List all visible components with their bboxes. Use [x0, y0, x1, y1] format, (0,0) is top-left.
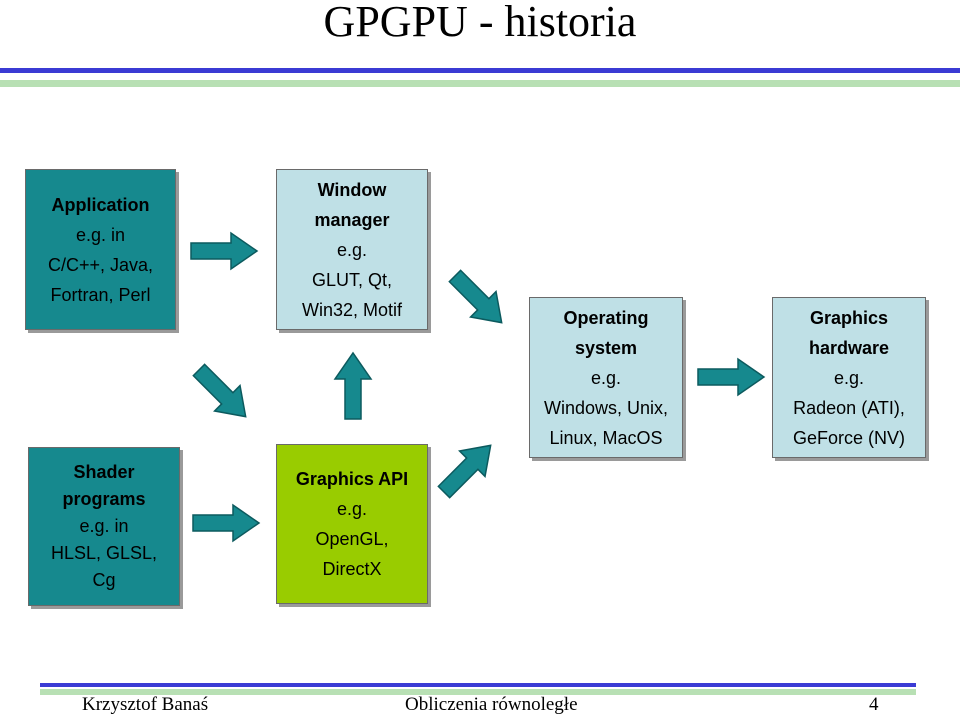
arrow-os-to-graphics-hardware	[697, 358, 765, 396]
window-manager-title-1: Window	[317, 179, 387, 200]
graphics-hardware-title-1: Graphics	[809, 307, 889, 328]
window-manager-line-1: e.g.	[336, 239, 368, 260]
arrow-graphics-api-to-os	[430, 431, 505, 506]
shader-programs-line-3: Cg	[92, 570, 116, 590]
footer-page-number: 4	[869, 694, 879, 715]
footer-author: Krzysztof Banaś	[82, 694, 209, 715]
operating-system-line-1: e.g.	[590, 367, 622, 388]
application-line-3: Fortran, Perl	[50, 284, 151, 305]
graphics-hardware-line-3: GeForce (NV)	[792, 427, 906, 448]
shader-programs-title-1: Shader	[73, 462, 135, 482]
graphics-hardware-title-2: hardware	[808, 337, 890, 358]
operating-system-line-3: Linux, MacOS	[549, 427, 663, 448]
application-line-2: C/C++, Java,	[47, 254, 154, 275]
application-title: Application	[51, 194, 150, 215]
arrow-application-to-window-manager	[190, 232, 258, 270]
operating-system-line-2: Windows, Unix,	[543, 397, 669, 418]
shader-programs-line-1: e.g. in	[79, 516, 129, 536]
arrow-shader-programs-to-graphics-api	[192, 504, 260, 542]
footer-rule-blue	[40, 683, 916, 687]
shader-programs-title-2: programs	[62, 489, 146, 509]
shader-programs-box: Shader programs e.g. in HLSL, GLSL, Cg	[28, 447, 180, 606]
graphics-api-title: Graphics API	[295, 469, 409, 489]
graphics-api-line-3: DirectX	[322, 559, 382, 579]
application-box: Application e.g. in C/C++, Java, Fortran…	[25, 169, 176, 330]
shader-programs-line-2: HLSL, GLSL,	[50, 543, 158, 563]
operating-system-box: Operating system e.g. Windows, Unix, Lin…	[529, 297, 683, 458]
slide-title: GPGPU - historia	[323, 0, 637, 46]
window-manager-line-3: Win32, Motif	[301, 299, 403, 320]
title-rule-blue	[0, 68, 960, 73]
operating-system-title-2: system	[574, 337, 638, 358]
graphics-api-line-2: OpenGL,	[315, 529, 389, 549]
window-manager-title-2: manager	[314, 209, 390, 230]
graphics-hardware-line-1: e.g.	[833, 367, 865, 388]
arrow-graphics-api-to-window-manager	[334, 352, 372, 420]
arrow-application-to-shader-programs	[185, 356, 260, 431]
graphics-hardware-box: Graphics hardware e.g. Radeon (ATI), GeF…	[772, 297, 926, 458]
footer-course: Obliczenia równoległe	[405, 694, 578, 715]
application-line-1: e.g. in	[75, 224, 126, 245]
arrow-window-manager-to-os	[441, 262, 516, 337]
graphics-api-box: Graphics API e.g. OpenGL, DirectX	[276, 444, 428, 604]
graphics-api-line-1: e.g.	[336, 499, 368, 519]
operating-system-title-1: Operating	[563, 307, 649, 328]
window-manager-box: Window manager e.g. GLUT, Qt, Win32, Mot…	[276, 169, 428, 330]
footer-rule-green	[40, 689, 916, 695]
title-rule-green	[0, 80, 960, 87]
graphics-hardware-line-2: Radeon (ATI),	[793, 397, 905, 418]
window-manager-line-2: GLUT, Qt,	[311, 269, 392, 290]
